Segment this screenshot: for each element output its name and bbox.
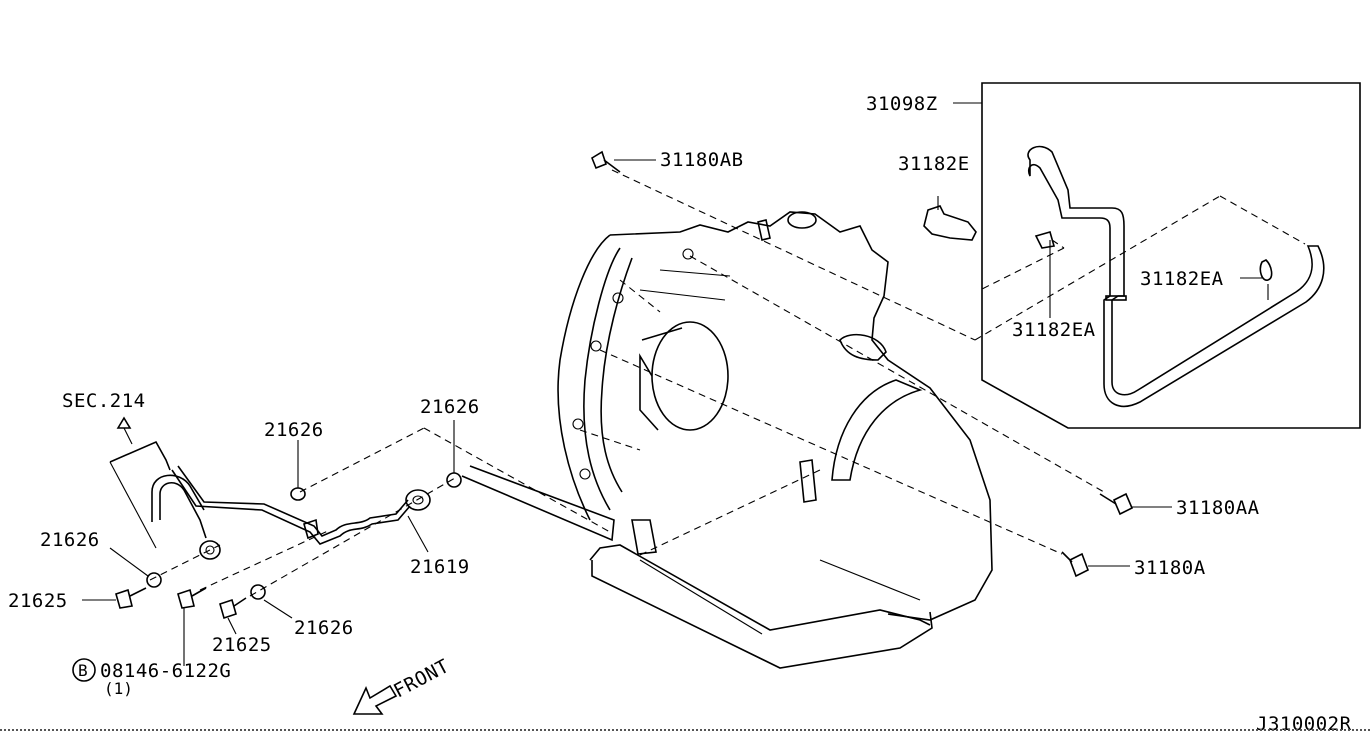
label-21625-left: 21625 <box>8 590 68 612</box>
sec-214-callout <box>109 416 171 549</box>
label-08146-6122g: 08146-6122G <box>100 660 231 682</box>
label-31182ea-upper: 31182EA <box>1140 268 1224 290</box>
page-edge-divider <box>0 729 1370 731</box>
washers <box>109 420 462 619</box>
cooler-tube-21619 <box>151 465 615 560</box>
label-31182e: 31182E <box>898 153 970 175</box>
label-31180ab: 31180AB <box>660 149 744 171</box>
reference-lines <box>149 169 1306 597</box>
bolt-circle-icon <box>72 658 96 682</box>
label-21619: 21619 <box>410 556 470 578</box>
transmission-case <box>557 211 993 669</box>
leader-21619 <box>407 515 429 553</box>
label-31182ea-lower: 31182EA <box>1012 319 1096 341</box>
label-21626-upper-right: 21626 <box>420 396 480 418</box>
front-arrow-icon <box>352 684 398 715</box>
label-bolt-circle-letter: B <box>78 661 88 680</box>
label-21626-lower: 21626 <box>294 617 354 639</box>
label-21626-left: 21626 <box>40 529 100 551</box>
label-21626-upper-left: 21626 <box>264 419 324 441</box>
label-reference-code: J310002R <box>1256 713 1352 735</box>
bolts <box>82 150 1172 666</box>
label-bolt-quantity: (1) <box>104 679 133 698</box>
label-31098z: 31098Z <box>866 93 938 115</box>
hose-kit-inset <box>953 82 1361 429</box>
label-front: FRONT <box>390 655 453 702</box>
label-21625-middle: 21625 <box>212 634 272 656</box>
label-31180aa: 31180AA <box>1176 497 1260 519</box>
label-sec-214: SEC.214 <box>62 390 146 412</box>
bracket-31182e <box>923 196 977 241</box>
label-31180a: 31180A <box>1134 557 1206 579</box>
